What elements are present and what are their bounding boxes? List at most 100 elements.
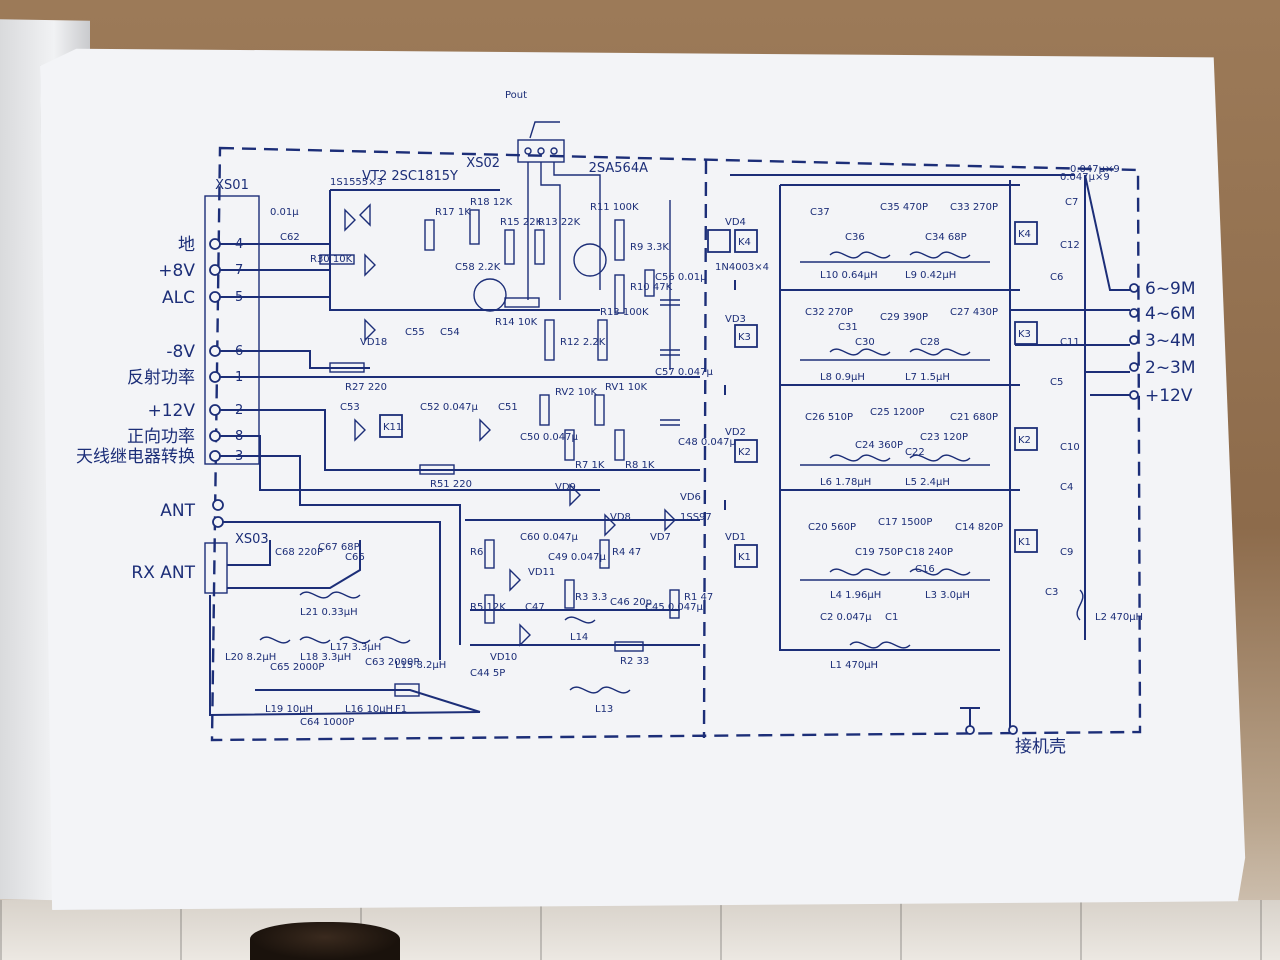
l10-label: L10 0.64μH	[820, 270, 878, 281]
r2-resistor	[614, 641, 644, 652]
c46-label: C46 20p	[610, 597, 652, 608]
section-divider	[702, 159, 708, 739]
pout-note: Pout	[505, 90, 527, 101]
band-3-ladder	[800, 454, 990, 466]
pin-label: 天线继电器转换	[76, 447, 195, 467]
pin-terminal[interactable]	[209, 450, 221, 462]
lpf-left-rail	[779, 185, 1000, 651]
lpf-bands: K4 VD4 1N4003×4 C37 C36 C35 470P C34 68P…	[707, 174, 1075, 671]
c2-label: C2 0.047μ	[820, 612, 872, 623]
c47-label: C47	[525, 602, 545, 613]
band-3-filter: K2 VD2 C26 510P C25 1200P C24 360P C22 C…	[725, 407, 998, 488]
r14-label: R14 10K	[495, 317, 538, 328]
c17-label: C17 1500P	[878, 517, 932, 528]
c12-label: C12	[1060, 240, 1080, 251]
pin-terminal[interactable]	[209, 430, 221, 442]
r13b-label: R13 100K	[600, 307, 649, 318]
pin-terminal[interactable]	[209, 291, 221, 303]
l14-inductor	[564, 616, 596, 624]
band-2-ladder	[800, 348, 990, 361]
output-label: 3~4M	[1145, 331, 1196, 351]
r9-resistor	[644, 269, 655, 297]
band-4-ladder	[800, 568, 990, 581]
c62-label: C62	[280, 232, 300, 243]
control-circuit: 1S1555×3 0.01μ C62 R17 1K C58 2.2K R18 1…	[270, 177, 714, 475]
r11-resistor	[614, 219, 625, 261]
c5-label: C5	[1050, 377, 1063, 388]
c44-label: C44 5P	[470, 668, 505, 679]
relay-column-rails	[1009, 175, 1086, 730]
output-terminal[interactable]	[1129, 283, 1139, 293]
r13-label: R13 22K	[538, 217, 581, 228]
r17-resistor	[424, 219, 435, 251]
r7-resistor	[564, 429, 575, 461]
output-terminal[interactable]	[1129, 390, 1139, 400]
c18-label: C18 240P	[905, 547, 953, 558]
vd1-label: VD1	[725, 532, 746, 543]
output-label: +12V	[1145, 386, 1193, 406]
control-rail	[329, 189, 600, 311]
l7-label: L7 1.5μH	[905, 372, 950, 383]
c20-label: C20 560P	[808, 522, 856, 533]
c21-label: C21 680P	[950, 412, 998, 423]
c60-label: C60 0.047μ	[520, 532, 579, 543]
l2-label: L2 470μH	[1095, 612, 1143, 623]
ant-ground-terminal[interactable]	[212, 516, 224, 528]
l2-inductor	[1076, 589, 1084, 621]
connector-xs03-label: XS03	[235, 532, 269, 547]
pin-terminal[interactable]	[209, 404, 221, 416]
band-output-terminals: 6~9M 4~6M 3~4M 2~3M +12V	[1010, 174, 1196, 406]
r4-label: R4 47	[612, 547, 641, 558]
l16-label: L16 10μH	[345, 704, 393, 715]
c50-label: C50 0.047μ	[520, 432, 579, 443]
vd7-label: VD7	[650, 532, 671, 543]
c1-label: C1	[885, 612, 898, 623]
pin-terminal[interactable]	[209, 264, 221, 276]
ant-port: ANT	[160, 499, 441, 660]
pin-wire	[220, 435, 600, 491]
r8-resistor	[614, 429, 625, 461]
c34-label: C34 68P	[925, 232, 967, 243]
pin-wire	[220, 455, 461, 645]
k11-label: K11	[383, 422, 402, 433]
rv2-pot	[539, 394, 550, 426]
r13b-resistor	[597, 319, 608, 361]
r14-resistor	[504, 297, 540, 308]
pin-5-row: 5 ALC	[162, 288, 330, 308]
pin-terminal[interactable]	[209, 371, 221, 383]
pin-6-row: 6 -8V	[166, 342, 370, 369]
ant-terminal[interactable]	[212, 499, 224, 511]
output-terminal[interactable]	[1129, 362, 1139, 372]
c14-label: C14 820P	[955, 522, 1003, 533]
floor-tiles	[0, 900, 1280, 960]
vd8-label: VD8	[610, 512, 631, 523]
output-terminal[interactable]	[1129, 308, 1139, 318]
vd4-diode-box	[707, 229, 731, 253]
r27-label: R27 220	[345, 382, 387, 393]
vt1-transistor	[573, 243, 607, 277]
r1-label: R1 47	[684, 592, 713, 603]
output-plus12v: +12V	[1129, 386, 1193, 406]
c7-label: C7	[1065, 197, 1078, 208]
rx-filter-rail	[255, 689, 481, 713]
output-terminal[interactable]	[1129, 335, 1139, 345]
ground-terminal[interactable]	[965, 725, 975, 735]
ground-terminal[interactable]	[1008, 725, 1018, 735]
f1-label: F1	[395, 704, 407, 715]
c3-label: C3	[1045, 587, 1058, 598]
l1-inductor	[849, 641, 911, 649]
c23-label: C23 120P	[920, 432, 968, 443]
l20-label: L20 8.2μH	[225, 652, 276, 663]
r15-label: R15 22K	[500, 217, 543, 228]
c53-label: C53	[340, 402, 360, 413]
pin-terminal[interactable]	[209, 238, 221, 250]
r12-resistor	[544, 319, 555, 361]
connector-xs01	[204, 195, 260, 465]
pin-wire	[220, 350, 370, 369]
l5-label: L5 2.4μH	[905, 477, 950, 488]
rv2-label: RV2 10K	[555, 387, 598, 398]
pin-terminal[interactable]	[209, 345, 221, 357]
c25-label: C25 1200P	[870, 407, 924, 418]
k4-driver-relay	[1014, 221, 1038, 245]
